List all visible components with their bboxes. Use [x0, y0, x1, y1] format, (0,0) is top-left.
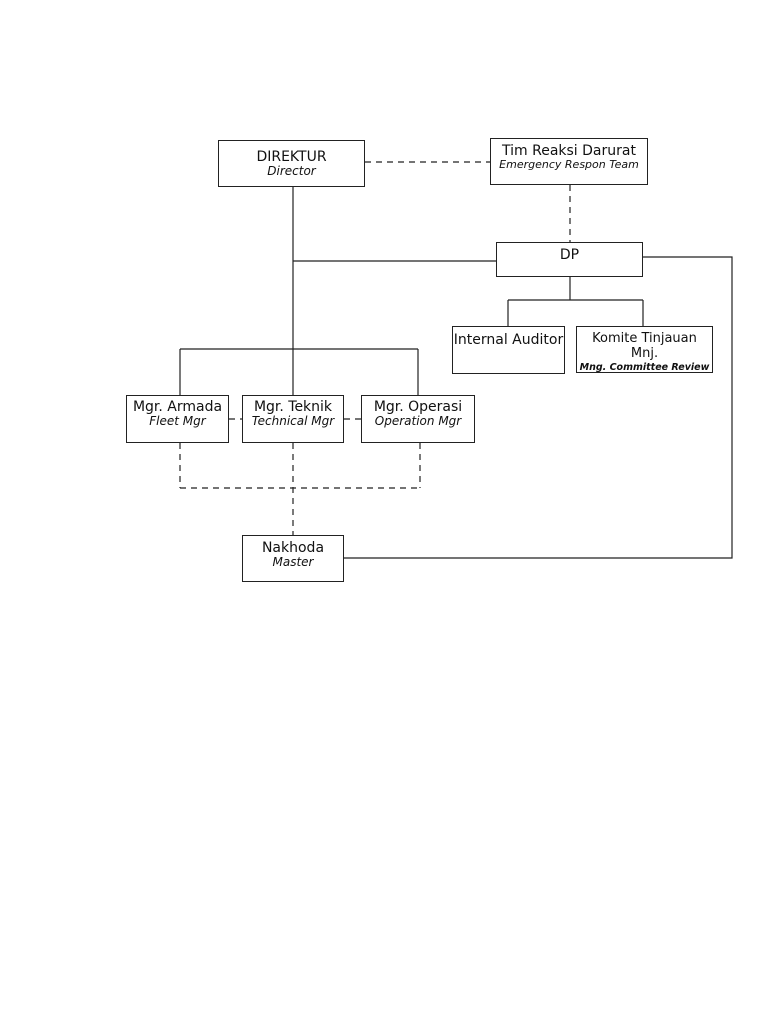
node-operasi-subtitle: Operation Mgr: [374, 414, 462, 429]
node-nakhoda-title: Nakhoda: [261, 540, 325, 556]
node-internal-auditor-title: Internal Auditor: [453, 332, 564, 348]
node-armada-subtitle: Fleet Mgr: [149, 414, 206, 429]
node-mgr-operasi: Mgr. Operasi Operation Mgr: [361, 395, 475, 443]
node-operasi-title: Mgr. Operasi: [373, 399, 463, 415]
node-mgr-armada: Mgr. Armada Fleet Mgr: [126, 395, 229, 443]
node-teknik-subtitle: Technical Mgr: [251, 414, 335, 429]
line-dp-nakhoda: [344, 256, 733, 559]
node-tim-reaksi-title: Tim Reaksi Darurat: [502, 143, 636, 159]
node-direktur-subtitle: Director: [267, 164, 316, 179]
node-komite-title: Komite Tinjauan Mnj.: [592, 331, 697, 361]
node-tim-reaksi-darurat: Tim Reaksi Darurat Emergency Respon Team: [490, 138, 648, 185]
node-mgr-teknik: Mgr. Teknik Technical Mgr: [242, 395, 344, 443]
node-komite: Komite Tinjauan Mnj. Mng. Committee Revi…: [576, 326, 713, 373]
node-nakhoda: Nakhoda Master: [242, 535, 344, 582]
node-internal-auditor: Internal Auditor: [452, 326, 565, 374]
node-direktur: DIREKTUR Director: [218, 140, 365, 187]
node-direktur-title: DIREKTUR: [256, 149, 327, 165]
node-nakhoda-subtitle: Master: [272, 555, 314, 570]
node-komite-subtitle: Mng. Committee Review: [579, 361, 710, 373]
node-dp-title: DP: [559, 247, 580, 263]
node-dp: DP: [496, 242, 643, 277]
node-teknik-title: Mgr. Teknik: [253, 399, 333, 415]
node-armada-title: Mgr. Armada: [132, 399, 223, 415]
node-tim-reaksi-subtitle: Emergency Respon Team: [499, 158, 639, 172]
